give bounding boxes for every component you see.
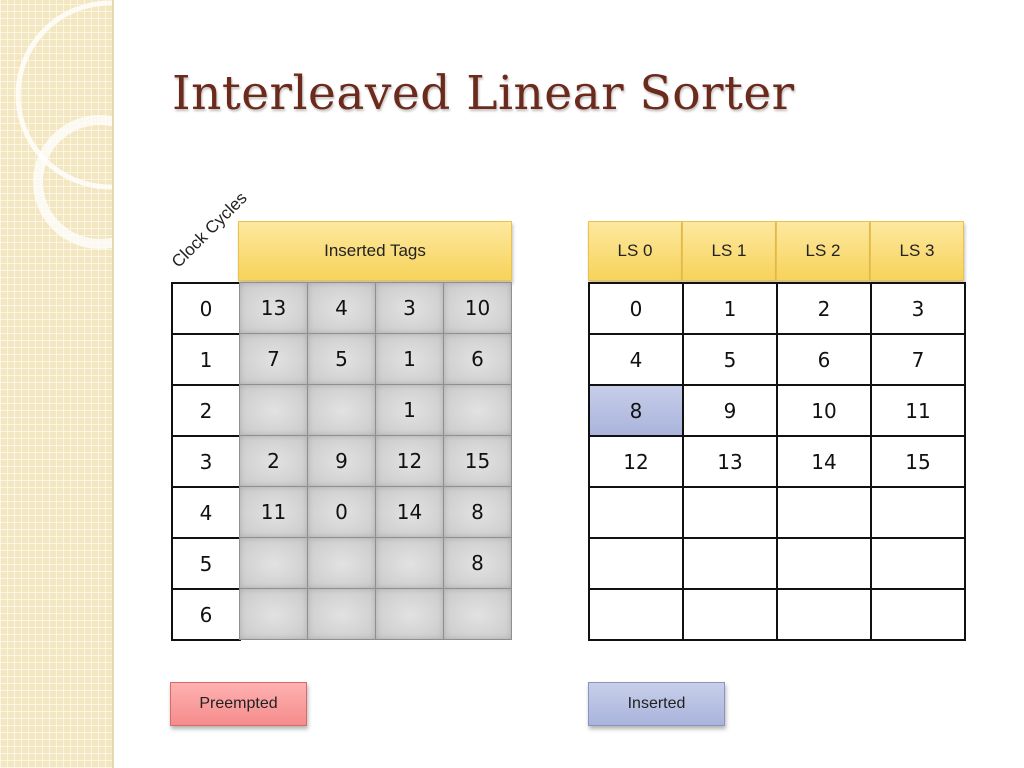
tag-cell (239, 384, 308, 436)
cycle-row: 3 (171, 435, 241, 488)
tag-cell: 14 (375, 486, 444, 538)
tag-cell: 9 (307, 435, 376, 487)
ls-cell (870, 537, 966, 590)
tag-cell (307, 588, 376, 640)
tag-cell: 5 (307, 333, 376, 385)
ls-cell: 2 (776, 282, 872, 335)
ls-cell: 8 (588, 384, 684, 437)
ls-header-3: LS 3 (870, 221, 964, 281)
ls-cell (682, 588, 778, 641)
ls-cell: 6 (776, 333, 872, 386)
cycle-row: 1 (171, 333, 241, 386)
ls-header-1: LS 1 (682, 221, 776, 281)
tag-cell: 11 (239, 486, 308, 538)
ls-cell (588, 588, 684, 641)
tag-cell: 6 (443, 333, 512, 385)
tag-cell (239, 588, 308, 640)
cycle-row: 5 (171, 537, 241, 590)
cycle-cell: 6 (171, 588, 241, 641)
tag-cell (307, 384, 376, 436)
cycle-row: 2 (171, 384, 241, 437)
tag-cell (307, 537, 376, 589)
cycle-cell: 5 (171, 537, 241, 590)
cycle-cell: 1 (171, 333, 241, 386)
tag-cell (375, 588, 444, 640)
tag-cell: 4 (307, 282, 376, 334)
ls-row (588, 537, 966, 590)
ls-cell: 1 (682, 282, 778, 335)
inserted-tags-header: Inserted Tags (238, 221, 512, 281)
ls-cell (776, 486, 872, 539)
cycle-cell: 3 (171, 435, 241, 488)
cycle-cell: 4 (171, 486, 241, 539)
tag-cell: 3 (375, 282, 444, 334)
ls-row (588, 486, 966, 539)
tag-cell (443, 588, 512, 640)
slide-title: Interleaved Linear Sorter (172, 66, 795, 121)
ls-cell: 5 (682, 333, 778, 386)
tag-cell: 1 (375, 384, 444, 436)
ls-cell (870, 486, 966, 539)
tags-row: 8 (239, 537, 512, 589)
tags-row (239, 588, 512, 640)
ls-cell (870, 588, 966, 641)
cycle-cell: 2 (171, 384, 241, 437)
ls-cell: 11 (870, 384, 966, 437)
tag-cell: 10 (443, 282, 512, 334)
cycle-row: 4 (171, 486, 241, 539)
ls-cell: 15 (870, 435, 966, 488)
ls-cell (776, 537, 872, 590)
tag-cell (375, 537, 444, 589)
ls-cell: 4 (588, 333, 684, 386)
tag-cell: 8 (443, 486, 512, 538)
ls-row (588, 588, 966, 641)
ls-cell (588, 537, 684, 590)
ls-cell: 14 (776, 435, 872, 488)
ls-cell: 12 (588, 435, 684, 488)
ls-cell: 3 (870, 282, 966, 335)
ls-cell (682, 537, 778, 590)
tag-cell (443, 384, 512, 436)
tag-cell: 8 (443, 537, 512, 589)
ls-cell (588, 486, 684, 539)
decorative-rings-icon (15, 0, 112, 249)
ls-header-2: LS 2 (776, 221, 870, 281)
tag-cell: 0 (307, 486, 376, 538)
ls-cell: 9 (682, 384, 778, 437)
legend-preempted: Preempted (170, 682, 307, 726)
tag-cell: 1 (375, 333, 444, 385)
ls-cell (682, 486, 778, 539)
cycle-row: 0 (171, 282, 241, 335)
ls-cell: 0 (588, 282, 684, 335)
cycle-row: 6 (171, 588, 241, 641)
tags-row: 1 (239, 384, 512, 436)
ls-header-0: LS 0 (588, 221, 682, 281)
tag-cell: 2 (239, 435, 308, 487)
tag-cell: 13 (239, 282, 308, 334)
tag-cell: 15 (443, 435, 512, 487)
tag-cell: 7 (239, 333, 308, 385)
ls-cell (776, 588, 872, 641)
ls-cell: 10 (776, 384, 872, 437)
tag-cell (239, 537, 308, 589)
cycle-cell: 0 (171, 282, 241, 335)
decorative-side-strip (0, 0, 114, 768)
legend-inserted: Inserted (588, 682, 725, 726)
tag-cell: 12 (375, 435, 444, 487)
ls-cell: 13 (682, 435, 778, 488)
ls-cell: 7 (870, 333, 966, 386)
